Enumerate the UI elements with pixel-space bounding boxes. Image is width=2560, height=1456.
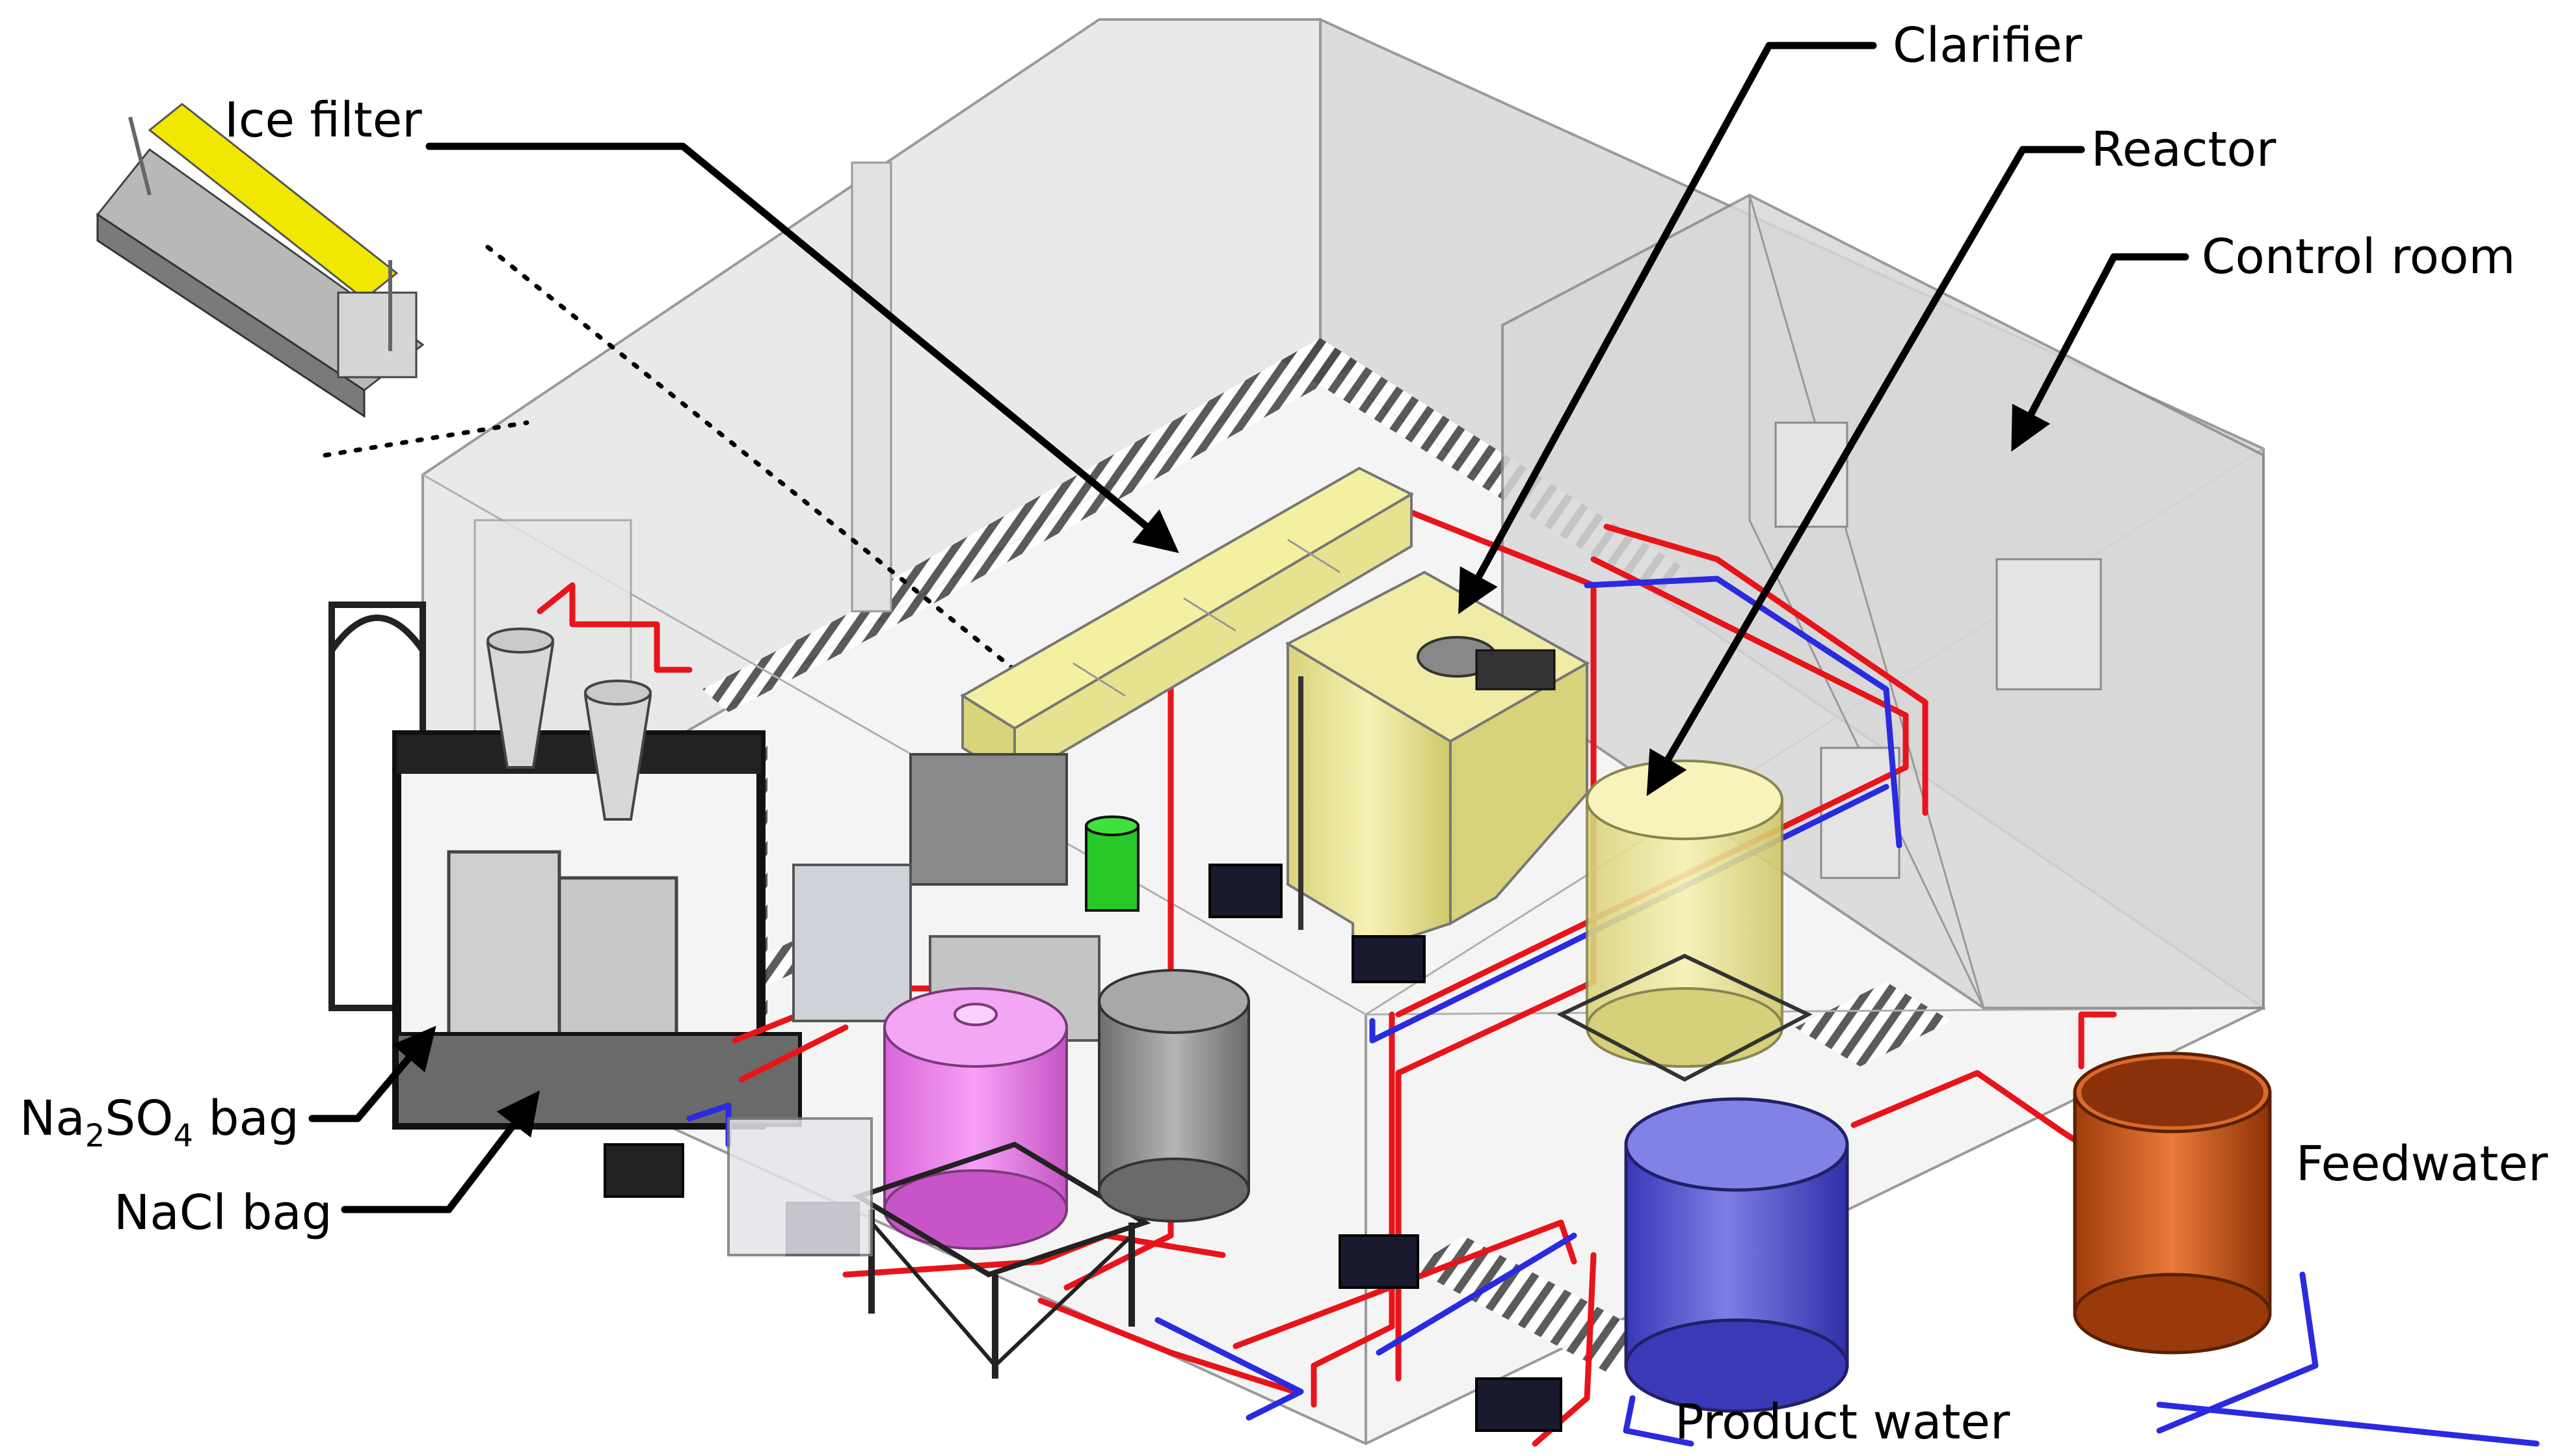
label-control-room: Control room: [2202, 229, 2515, 285]
clarifier-arrow: [1458, 42, 1877, 615]
gray-tank: [1098, 969, 1250, 1223]
label-reactor: Reactor: [2091, 122, 2276, 178]
label-na2so4-bag: Na2SO4 bag: [20, 1091, 299, 1154]
ice-filter-arrow: [425, 142, 1179, 553]
reactor: [1556, 760, 1813, 1082]
nacl-bag-arrow: [341, 1090, 540, 1213]
feedwater-tank: [2073, 1052, 2272, 1355]
bag-station: [328, 602, 802, 1198]
label-feedwater: Feedwater: [2296, 1136, 2548, 1192]
leader-arrows: [308, 42, 2189, 1213]
label-clarifier: Clarifier: [1893, 18, 2083, 73]
pumps: [786, 864, 1562, 1432]
label-nacl-bag: NaCl bag: [114, 1185, 332, 1241]
pump-enclosure: [727, 1117, 873, 1256]
ice-filter-inset-leaders: [323, 245, 1017, 672]
clarifier: [1285, 570, 1590, 958]
reactor-arrow: [1646, 146, 2085, 797]
control-room-arrow: [2011, 253, 2189, 452]
na2so4-bag-arrow: [308, 1026, 436, 1122]
label-product-water: Product water: [1675, 1394, 2010, 1450]
product-water-tank: [1624, 1097, 1849, 1413]
ice-filter-inset: [96, 103, 425, 418]
label-ice-filter: Ice filter: [224, 92, 422, 148]
